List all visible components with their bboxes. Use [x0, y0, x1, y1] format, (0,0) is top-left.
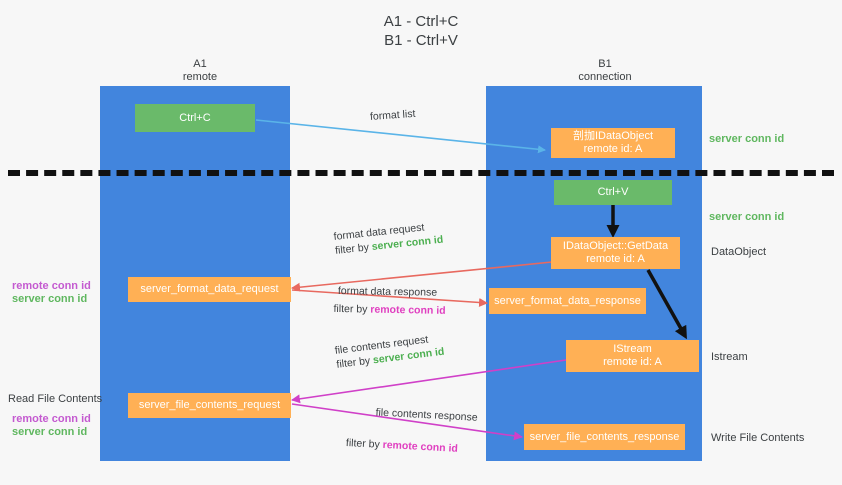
lane-b1-name: B1 [598, 58, 612, 70]
dashed-divider [8, 170, 834, 176]
filter-prefix: filter by [334, 241, 373, 257]
annotation-write-file-contents: Write File Contents [711, 432, 805, 444]
box-ctrl-c-label: Ctrl+C [179, 111, 211, 124]
annotation-remote-conn-id-2: remote conn id [12, 413, 91, 425]
filter-prefix: filter by [333, 302, 371, 316]
diagram-title: A1 - Ctrl+C B1 - Ctrl+V [0, 12, 842, 50]
lane-header-b1: B1 connection [540, 58, 670, 84]
box-server-format-data-request[interactable]: server_format_data_request [128, 277, 291, 302]
box-ctrl-c[interactable]: Ctrl+C [135, 104, 255, 132]
box-istream[interactable]: IStream remote id: A [566, 340, 699, 372]
arrow-format-data-request [291, 261, 553, 292]
title-line-2: B1 - Ctrl+V [384, 32, 458, 49]
box-getdata-line2: remote id: A [586, 253, 645, 265]
title-line-1: A1 - Ctrl+C [383, 13, 459, 30]
box-getdata-line1: IDataObject::GetData [562, 240, 669, 252]
box-ctrl-v-label: Ctrl+V [597, 186, 629, 198]
box-idataobject-line2: remote id: A [583, 143, 643, 155]
annotation-dataobject: DataObject [711, 246, 767, 258]
annotation-server-conn-id-top: server conn id [709, 133, 785, 145]
box-server-file-contents-request[interactable]: server_file_contents_request [128, 393, 291, 418]
box-idataobject-line1: 剖拁IDataObject [572, 130, 654, 142]
arrow-format-data-response [291, 289, 488, 307]
arrow-file-contents-response [291, 403, 523, 441]
edge-label-file-contents-response: file contents response filter by remote … [346, 404, 478, 457]
box-idataobject[interactable]: 剖拁IDataObject remote id: A [551, 128, 675, 158]
box-idataobject-getdata[interactable]: IDataObject::GetData remote id: A [551, 237, 680, 269]
filter-value-remote-conn-id: remote conn id [370, 303, 446, 317]
annotation-server-conn-id-1: server conn id [12, 293, 88, 305]
box-server-file-contents-request-label: server_file_contents_request [138, 399, 281, 411]
box-server-format-data-response[interactable]: server_format_data_response [489, 288, 646, 314]
annotation-remote-conn-id-1: remote conn id [12, 280, 91, 292]
lane-a1-name: A1 [193, 58, 207, 70]
edge-label-format-data-response-line2: filter by remote conn id [333, 302, 445, 318]
box-server-format-data-request-label: server_format_data_request [140, 283, 279, 295]
box-server-format-data-response-label: server_format_data_response [494, 294, 641, 307]
lane-a1-sub: remote [182, 71, 218, 83]
annotation-read-file-contents: Read File Contents [8, 393, 103, 405]
arrow-file-contents-request [291, 359, 567, 404]
edge-label-format-list-text: format list [369, 107, 416, 123]
box-istream-line2: remote id: A [603, 356, 662, 368]
filter-value-remote-conn-id: remote conn id [382, 438, 459, 455]
annotation-istream: Istream [711, 351, 748, 363]
arrow-format-list [255, 119, 546, 154]
box-server-file-contents-response[interactable]: server_file_contents_response [524, 424, 685, 450]
filter-prefix: filter by [345, 436, 383, 451]
box-istream-line1: IStream [613, 343, 652, 355]
annotation-server-conn-id-2: server conn id [12, 426, 88, 438]
box-ctrl-v[interactable]: Ctrl+V [554, 180, 672, 205]
edge-label-format-data-response: format data response filter by remote co… [333, 284, 446, 318]
arrow-getdata-to-istream [646, 269, 687, 340]
lane-header-a1: A1 remote [140, 58, 260, 84]
lane-b1-sub: connection [578, 71, 632, 83]
box-server-file-contents-response-label: server_file_contents_response [529, 430, 680, 443]
annotation-server-conn-id-mid: server conn id [709, 211, 785, 223]
edge-label-format-data-response-line1: format data response [337, 284, 438, 299]
